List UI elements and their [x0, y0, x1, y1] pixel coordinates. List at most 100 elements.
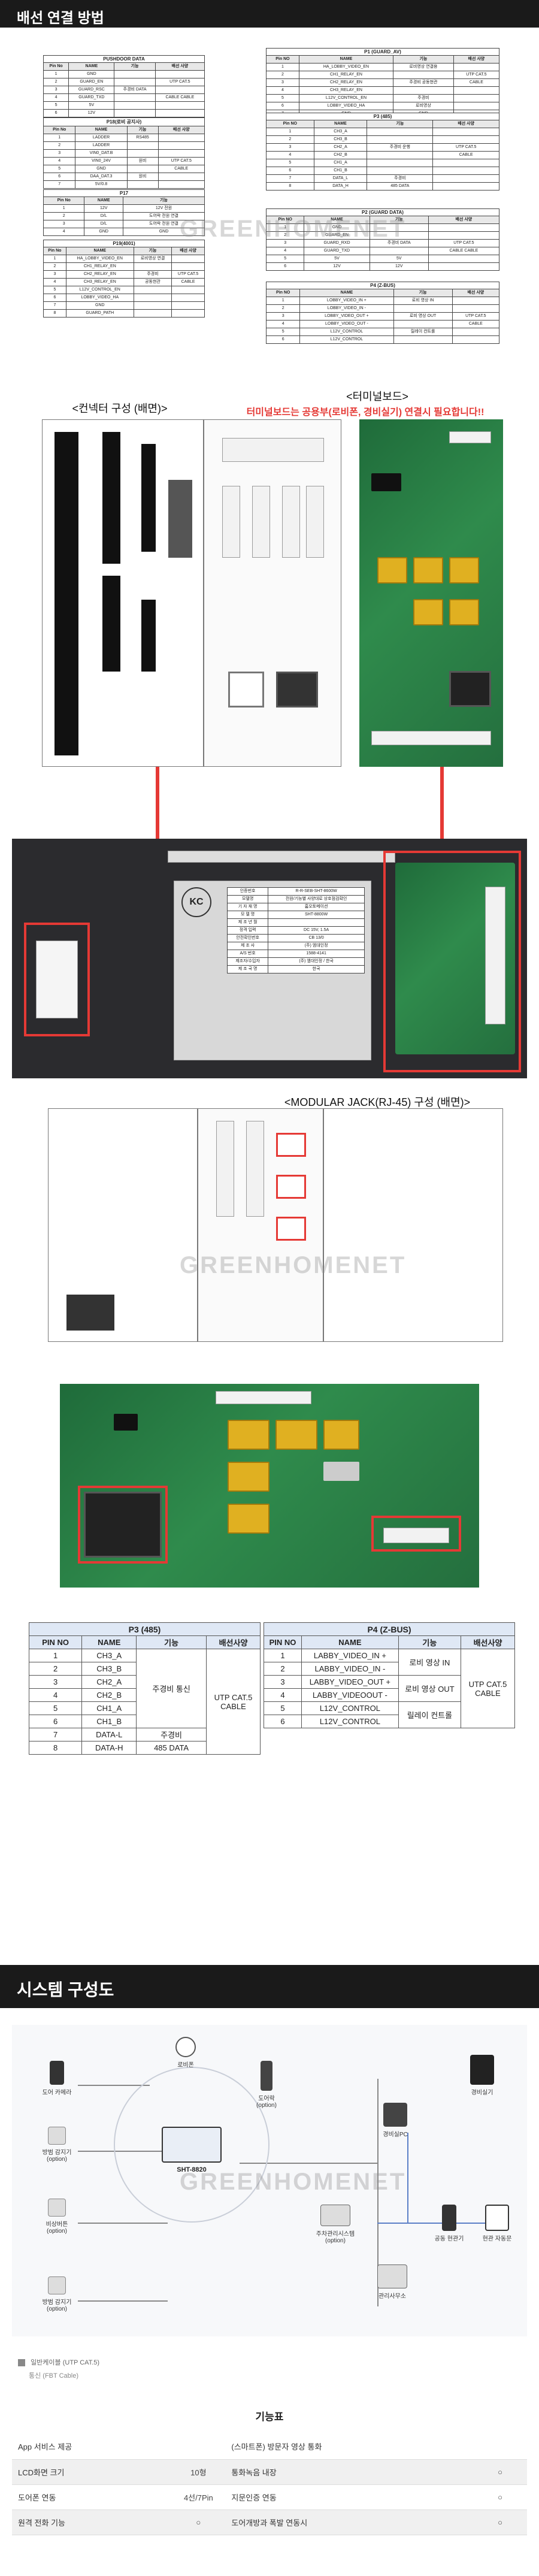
column-header: Pin No	[43, 196, 85, 205]
name-cell: LABBY_VIDEO_IN -	[301, 1662, 399, 1676]
feature-name: LCD화면 크기	[12, 2459, 172, 2485]
terminal-connector	[252, 486, 270, 558]
table-cell: 한국	[268, 965, 365, 973]
relay	[413, 599, 443, 625]
table-cell	[114, 109, 156, 117]
table-row: 1 CH3_A 주경비 통신 UTP CAT.5 CABLE	[28, 1649, 261, 1755]
table-cell: SHT-8800W	[268, 911, 365, 919]
connector-pin-column	[168, 480, 192, 558]
feature-name: 도어개방과 폭발 연동시	[225, 2510, 473, 2535]
device-icon	[48, 2276, 66, 2294]
table-cell: 3	[43, 270, 66, 279]
table-cell: 5V	[369, 255, 429, 263]
table-cell	[114, 93, 156, 102]
table-cell	[133, 309, 172, 318]
table-cell: 전원/기능별 사양대로 상호점검확인	[268, 895, 365, 903]
column-header: Pin NO	[265, 289, 301, 297]
rj45-jack	[228, 672, 264, 708]
connector-detail-diagram	[48, 1108, 198, 1342]
feature-value	[473, 2434, 527, 2460]
table-cell: 4	[43, 228, 85, 236]
name-cell: CH3_A	[81, 1649, 137, 1662]
device-sensor-2: 방범 감지기 (option)	[30, 2276, 84, 2312]
name-cell: LABBY_VIDEO_OUT +	[301, 1675, 399, 1689]
table-cell: 12V	[68, 109, 115, 117]
table-cell: CH1_RELAY_EN	[65, 262, 134, 271]
column-header: 배선 사양	[158, 126, 205, 134]
table-cell: 6	[43, 173, 76, 181]
table-cell: GND	[122, 228, 205, 236]
table-cell: 3	[265, 312, 301, 321]
feature-value	[171, 2434, 226, 2460]
name-cell: CH2_A	[81, 1675, 137, 1689]
table-title: P1 (GUARD_AV)	[266, 48, 499, 55]
func-cell: 주경비	[136, 1728, 207, 1741]
board-closeup-photo	[60, 1384, 479, 1588]
func-cell: 릴레이 컨트롤	[398, 1701, 462, 1728]
device-emergency-button: 비상버튼 (option)	[30, 2199, 84, 2235]
table-cell: 로비 영상 IN	[393, 297, 453, 305]
table-cell: CH1_A	[313, 159, 368, 167]
device-guard-pc: 경비실PC	[371, 2103, 419, 2138]
board-chip	[323, 1462, 359, 1481]
table-cell: 5	[265, 328, 301, 336]
func-cell: 주경비 통신	[136, 1649, 207, 1728]
name-cell: DATA-H	[81, 1741, 137, 1755]
caption-connector: <컨넥터 구성 (배면)>	[72, 403, 168, 415]
table-cell	[158, 180, 205, 189]
table-cell: 2	[43, 262, 66, 271]
table-cell: 릴레이 컨트롤	[393, 328, 453, 336]
table-cell: CB 13/0	[268, 934, 365, 942]
table-cell: L12V_CONTROL	[299, 328, 394, 336]
device-common-entrance: 공동 현관기	[425, 2205, 473, 2242]
table-cell: CH3_A	[313, 128, 368, 136]
table-cell: 5	[265, 255, 305, 263]
column-header: 배선 사양	[155, 62, 205, 71]
feature-name: 도어폰 연동	[12, 2484, 172, 2510]
connector-pin-column	[141, 600, 156, 672]
table-cell: 7	[43, 180, 76, 189]
p4-table: PIN NO NAME 기능 배선사양 1 LABBY_VIDEO_IN + 로…	[263, 1635, 515, 1728]
table-cell: (주) 엠대인정 / 한국	[268, 957, 365, 966]
column-header: NAME	[84, 196, 123, 205]
relay	[275, 1420, 317, 1450]
table-cell	[432, 182, 499, 191]
feature-name: 원격 전화 기능	[12, 2510, 172, 2535]
relay	[228, 1420, 270, 1450]
table-cell: GND	[68, 70, 115, 78]
table-cell: 7	[266, 174, 314, 183]
table-cell: 제조자/수입자	[226, 957, 269, 966]
table-cell: 6	[265, 335, 301, 344]
table-cell: 8	[43, 309, 66, 318]
table-cell: 로비 영상 OUT	[393, 312, 453, 321]
table-cell	[133, 301, 172, 310]
wiring-section-title: 배선 연결 방법	[17, 10, 104, 26]
table-cell: 2	[43, 212, 85, 220]
device-auto-door: 현관 자동문	[473, 2205, 521, 2242]
feature-value: ○	[171, 2510, 226, 2535]
table-cell	[452, 304, 500, 313]
rj45-jack	[449, 671, 491, 707]
table-cell: LOBBY_VIDEO_OUT -	[299, 320, 394, 328]
table-cell	[453, 86, 500, 95]
column-header: NAME	[313, 120, 368, 128]
column-header: 기능	[393, 289, 453, 297]
name-cell: LABBY_VIDEOOUT -	[301, 1688, 399, 1702]
table-cell	[126, 149, 159, 158]
